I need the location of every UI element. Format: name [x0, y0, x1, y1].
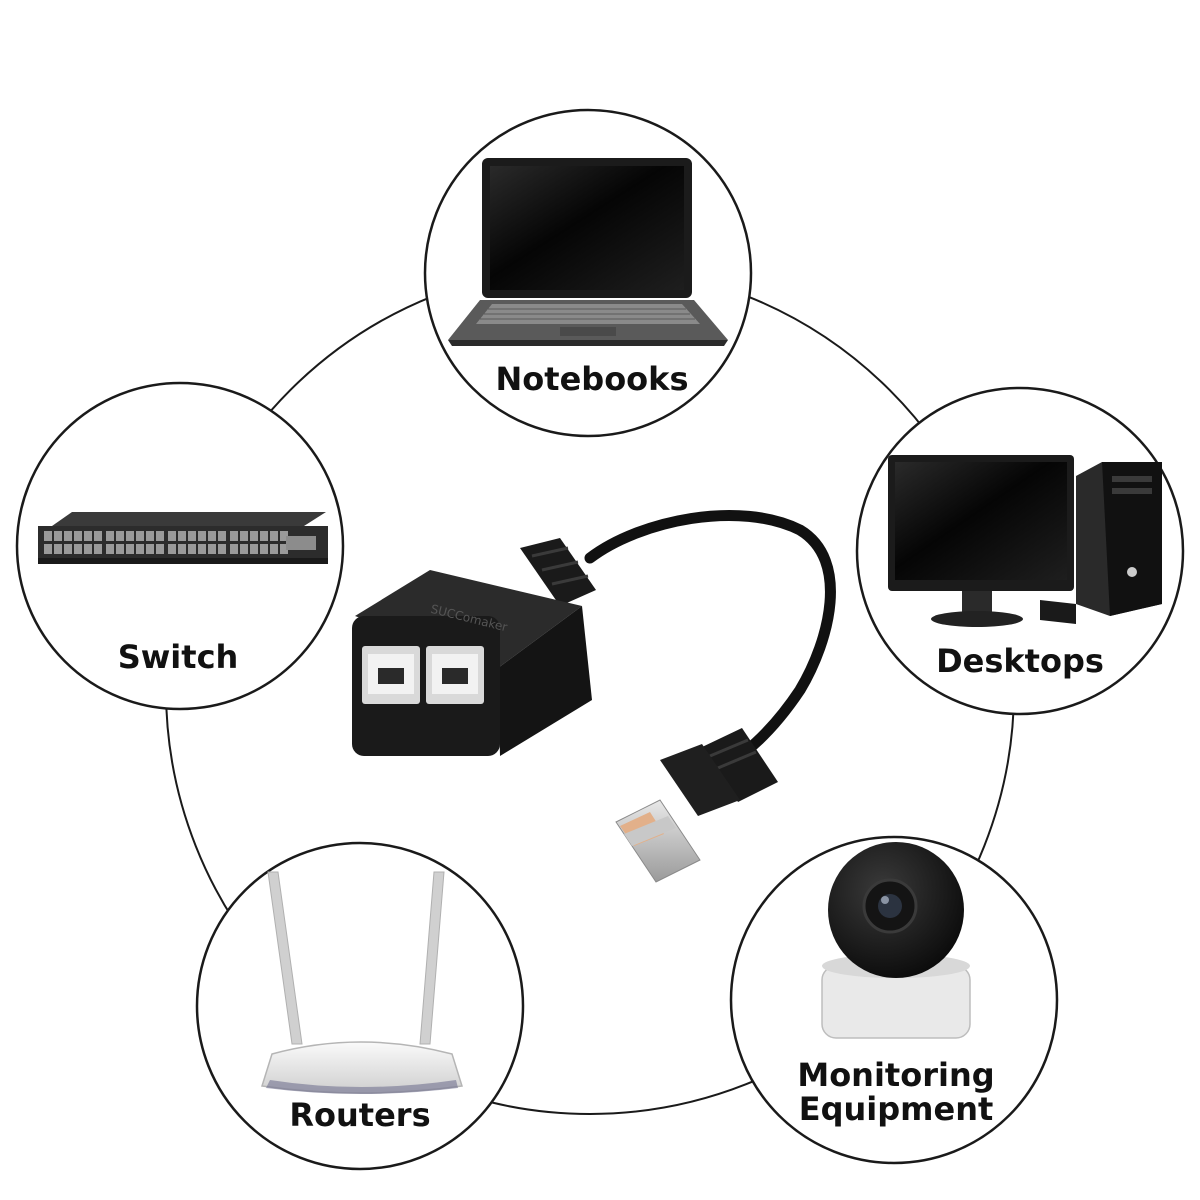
switch-port	[230, 544, 238, 554]
switch-port	[116, 544, 124, 554]
notebooks-node: Notebooks	[423, 108, 753, 438]
rj45-port-right	[426, 646, 484, 704]
switch-port	[250, 531, 258, 541]
rj45-splitter-icon: SUCComaker	[352, 510, 836, 883]
switch-port	[178, 531, 186, 541]
switch-port	[218, 544, 226, 554]
security-camera-icon	[821, 842, 971, 1039]
switch-port	[270, 531, 278, 541]
routers-node: Routers	[195, 841, 525, 1171]
splitter-housing: SUCComaker	[352, 570, 592, 756]
switch-port	[146, 544, 154, 554]
notebooks-label: Notebooks	[496, 360, 689, 398]
switch-port	[168, 544, 176, 554]
monitoring-label-line1: Monitoring	[797, 1056, 994, 1094]
switch-port	[106, 544, 114, 554]
switch-port	[230, 531, 238, 541]
switch-port	[240, 531, 248, 541]
switch-port	[270, 544, 278, 554]
switch-ports	[44, 531, 288, 554]
splitter-cable	[584, 510, 836, 758]
cable-strain-relief	[520, 538, 596, 606]
switch-port	[136, 544, 144, 554]
desktops-label: Desktops	[936, 642, 1104, 680]
switch-port	[44, 531, 52, 541]
network-switch-icon	[38, 512, 328, 564]
switch-port	[198, 544, 206, 554]
switch-port	[178, 544, 186, 554]
switch-port	[84, 544, 92, 554]
desktops-node: Desktops	[855, 386, 1185, 716]
switch-port	[280, 544, 288, 554]
switch-port	[126, 531, 134, 541]
switch-port	[126, 544, 134, 554]
switch-port	[250, 544, 258, 554]
laptop-icon	[448, 158, 728, 346]
switch-port	[198, 531, 206, 541]
switch-port	[240, 544, 248, 554]
switch-port	[94, 531, 102, 541]
rj45-port-left	[362, 646, 420, 704]
switch-node: Switch	[15, 381, 345, 711]
switch-port	[84, 531, 92, 541]
switch-port	[156, 544, 164, 554]
switch-port	[44, 544, 52, 554]
monitoring-node: Monitoring Equipment	[729, 835, 1059, 1165]
wifi-router-icon	[261, 871, 463, 1094]
switch-port	[54, 544, 62, 554]
switch-label: Switch	[118, 638, 239, 676]
switch-port	[94, 544, 102, 554]
switch-port	[156, 531, 164, 541]
switch-port	[218, 531, 226, 541]
switch-port	[146, 531, 154, 541]
switch-port	[74, 544, 82, 554]
switch-port	[136, 531, 144, 541]
switch-port	[64, 531, 72, 541]
switch-port	[208, 544, 216, 554]
switch-port	[74, 531, 82, 541]
switch-port	[260, 544, 268, 554]
desktop-computer-icon	[888, 455, 1162, 627]
switch-port	[116, 531, 124, 541]
rj45-plug	[615, 728, 778, 883]
switch-port	[64, 544, 72, 554]
routers-label: Routers	[289, 1096, 430, 1134]
switch-port	[188, 531, 196, 541]
switch-port	[280, 531, 288, 541]
switch-port	[168, 531, 176, 541]
switch-port	[54, 531, 62, 541]
switch-port	[106, 531, 114, 541]
switch-port	[260, 531, 268, 541]
switch-port	[208, 531, 216, 541]
switch-port	[188, 544, 196, 554]
monitoring-label-line2: Equipment	[799, 1090, 994, 1128]
